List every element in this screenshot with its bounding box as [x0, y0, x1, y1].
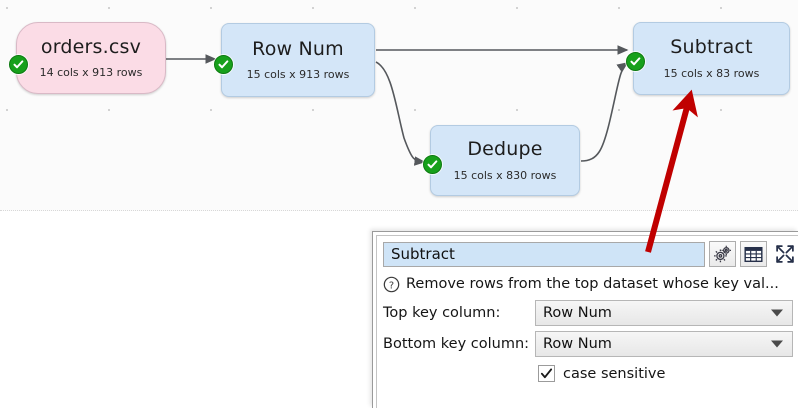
- case-sensitive-checkbox[interactable]: [538, 365, 555, 382]
- node-row-num[interactable]: Row Num 15 cols x 913 rows: [214, 23, 375, 97]
- bottom-key-column-label: Bottom key column:: [383, 336, 530, 352]
- item-name-input[interactable]: Subtract: [383, 241, 705, 267]
- properties-panel-body: Subtract: [376, 235, 798, 408]
- node-subtitle: 15 cols x 83 rows: [663, 66, 760, 80]
- check-circle-icon: [626, 52, 645, 71]
- properties-panel: Subtract: [372, 231, 798, 408]
- chevron-down-icon: [771, 309, 783, 317]
- node-dedupe[interactable]: Dedupe 15 cols x 830 rows: [423, 125, 580, 196]
- check-circle-icon: [9, 55, 28, 74]
- bottom-key-column-dropdown[interactable]: Row Num: [535, 331, 793, 357]
- panel-title-row: Subtract: [383, 241, 798, 267]
- edge-rownum-to-dedupe: [375, 61, 426, 166]
- flow-canvas[interactable]: orders.csv 14 cols x 913 rows Row Num 15…: [0, 0, 798, 211]
- case-sensitive-label: case sensitive: [563, 365, 666, 382]
- description-row: ? Remove rows from the top dataset whose…: [383, 273, 798, 295]
- node-title: orders.csv: [40, 35, 142, 58]
- bottom-key-column-row: Bottom key column: Row Num: [383, 331, 798, 357]
- svg-text:?: ?: [389, 280, 394, 291]
- top-key-column-value: Row Num: [543, 305, 612, 321]
- help-circle-icon[interactable]: ?: [383, 276, 400, 293]
- top-key-column-row: Top key column: Row Num: [383, 300, 798, 326]
- node-subtitle: 14 cols x 913 rows: [39, 66, 143, 80]
- description-text: Remove rows from the top dataset whose k…: [406, 276, 779, 292]
- node-subtitle: 15 cols x 830 rows: [453, 168, 557, 182]
- top-key-column-dropdown[interactable]: Row Num: [535, 300, 793, 326]
- check-circle-icon: [423, 155, 442, 174]
- node-title: Dedupe: [467, 138, 543, 161]
- chevron-down-icon: [771, 340, 783, 348]
- table-grid-icon[interactable]: [740, 241, 767, 267]
- node-orders-csv[interactable]: orders.csv 14 cols x 913 rows: [9, 22, 166, 94]
- top-key-column-label: Top key column:: [383, 305, 501, 321]
- node-subtitle: 15 cols x 913 rows: [246, 68, 350, 82]
- item-name-value: Subtract: [391, 245, 455, 263]
- check-circle-icon: [214, 55, 233, 74]
- case-sensitive-row: case sensitive: [383, 365, 798, 382]
- check-mark-icon: [540, 368, 553, 379]
- edge-dedupe-to-subtract: [580, 62, 629, 162]
- node-title: Row Num: [252, 37, 344, 60]
- settings-gear-icon[interactable]: [709, 241, 736, 267]
- node-subtract[interactable]: Subtract 15 cols x 83 rows: [626, 22, 790, 95]
- bottom-key-column-value: Row Num: [543, 336, 612, 352]
- node-title: Subtract: [670, 36, 753, 59]
- expand-arrows-icon[interactable]: [771, 241, 798, 267]
